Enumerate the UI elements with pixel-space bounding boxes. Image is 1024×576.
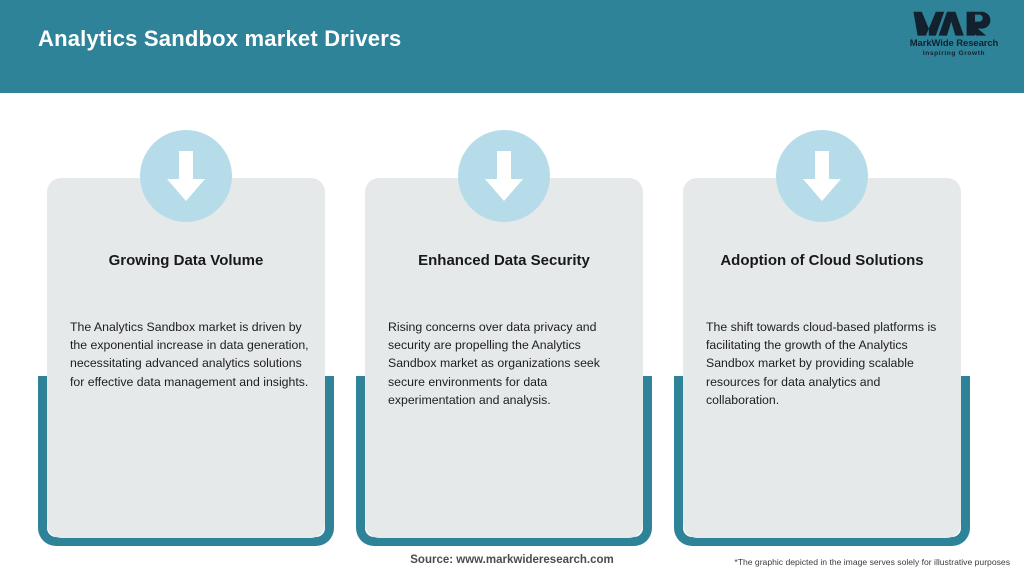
- down-arrow-glyph: [803, 151, 841, 201]
- card-accent-frame: [356, 376, 652, 546]
- logo-tagline: Inspiring Growth: [922, 50, 986, 58]
- mwr-monogram-icon: [913, 11, 991, 36]
- card-surface: Growing Data Volume The Analytics Sandbo…: [47, 130, 325, 538]
- card-body-text: The Analytics Sandbox market is driven b…: [70, 320, 309, 389]
- card-title: Enhanced Data Security: [418, 252, 590, 269]
- brand-logo: MarkWide Research Inspiring Growth: [902, 8, 1006, 64]
- logo-company-name: MarkWide Research: [909, 38, 999, 49]
- card-title: Growing Data Volume: [108, 252, 264, 269]
- driver-card-3: Adoption of Cloud Solutions The shift to…: [674, 130, 970, 546]
- disclaimer-label: *The graphic depicted in the image serve…: [734, 557, 1010, 567]
- card-accent-frame: [674, 376, 970, 546]
- source-label: Source: www.markwideresearch.com: [410, 554, 614, 566]
- down-arrow-icon: [140, 130, 232, 222]
- card-title: Adoption of Cloud Solutions: [720, 252, 924, 269]
- page-header: Analytics Sandbox market Drivers MarkWid…: [0, 0, 1024, 93]
- card-body-text: The shift towards cloud-based platforms …: [706, 320, 937, 407]
- card-accent-frame: [38, 376, 334, 546]
- card-surface: Enhanced Data Security Rising concerns o…: [365, 130, 643, 538]
- down-arrow-icon: [776, 130, 868, 222]
- down-arrow-icon: [458, 130, 550, 222]
- down-arrow-glyph: [485, 151, 523, 201]
- driver-card-1: Growing Data Volume The Analytics Sandbo…: [38, 130, 334, 546]
- card-body-text: Rising concerns over data privacy and se…: [388, 320, 600, 407]
- card-surface: Adoption of Cloud Solutions The shift to…: [683, 130, 961, 538]
- drivers-card-group: Growing Data Volume The Analytics Sandbo…: [0, 93, 1024, 548]
- down-arrow-glyph: [167, 151, 205, 201]
- driver-card-2: Enhanced Data Security Rising concerns o…: [356, 130, 652, 546]
- page-title: Analytics Sandbox market Drivers: [38, 26, 402, 51]
